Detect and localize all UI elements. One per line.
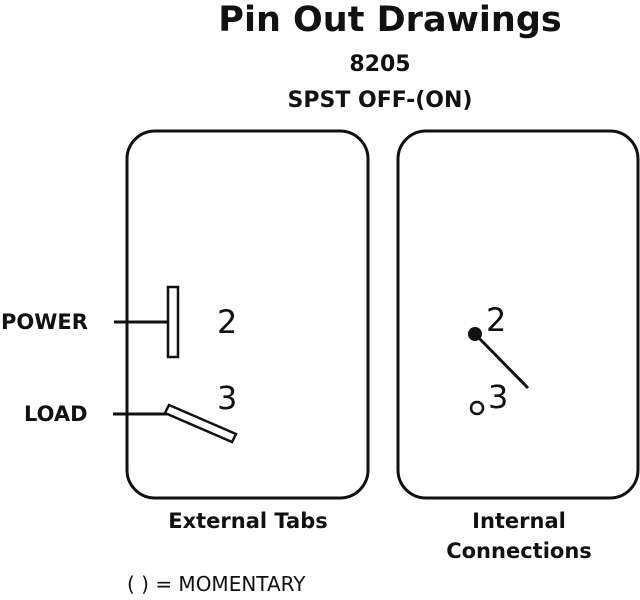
internal-pin-3: 3 <box>488 378 508 416</box>
part-number: 8205 <box>349 52 411 77</box>
load-label: LOAD <box>24 402 88 426</box>
external-pin-3: 3 <box>217 379 237 417</box>
internal-connections-panel <box>396 129 640 500</box>
contact-3-dot <box>469 400 485 416</box>
external-tabs-panel <box>125 129 370 500</box>
momentary-legend: ( ) = MOMENTARY <box>127 572 306 596</box>
internal-pin-2: 2 <box>486 301 506 339</box>
power-tab <box>166 285 180 359</box>
switch-contact-arm <box>473 332 530 390</box>
external-tabs-caption: External Tabs <box>168 509 327 533</box>
switch-type: SPST OFF-(ON) <box>287 88 473 113</box>
power-label: POWER <box>1 310 88 334</box>
load-tab <box>163 403 238 444</box>
internal-caption-line2: Connections <box>446 539 592 563</box>
external-pin-2: 2 <box>217 303 237 341</box>
page-title: Pin Out Drawings <box>218 0 562 40</box>
internal-caption-line1: Internal <box>472 509 566 533</box>
